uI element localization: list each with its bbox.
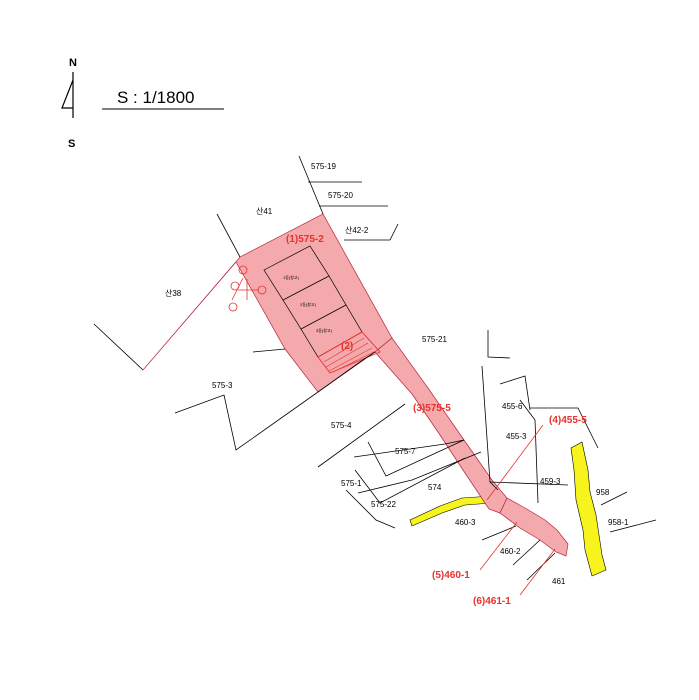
subject-label-455-5: (4)455-5 [549,415,587,426]
parcel-label-san42-2: 산42-2 [345,225,369,235]
parcel-label-958: 958 [596,488,610,497]
north-arrow-icon [61,72,74,118]
parcel-label-san41: 산41 [256,206,273,216]
subject-label-575-5: (3)575-5 [413,403,451,414]
grave-icon [238,265,248,275]
parcel-label-459-3: 459-3 [540,477,561,486]
road-yellow-east [570,441,607,577]
parcel-label-574: 574 [428,483,442,492]
parcel-label-575-20: 575-20 [328,191,353,200]
subject-parcel-460-1 [499,497,569,557]
parcel-label-575-7: 575-7 [395,447,416,456]
building-label-1: 1동(창고) [283,274,300,280]
compass-north-label: N [69,57,77,69]
subject-label-461-1: (6)461-1 [473,596,511,607]
subject-parcel-575-2 [142,213,393,393]
parcel-label-460-3: 460-3 [455,518,476,527]
subject-label-2: (2) [341,341,353,352]
warehouse-buildings [263,245,381,374]
parcel-label-575-19: 575-19 [311,162,336,171]
parcel-label-460-2: 460-2 [500,547,521,556]
scale-label: S : 1/1800 [117,88,195,107]
parcel-label-575-4: 575-4 [331,421,352,430]
grave-symbols [228,265,267,312]
building-label-2: 2동(창고) [300,301,317,307]
parcel-label-461: 461 [552,577,566,586]
building-label-3: 3동(창고) [316,327,333,333]
building-2-hatched [317,331,381,374]
parcel-label-958-1: 958-1 [608,518,629,527]
parcel-label-san38: 산38 [165,288,182,298]
parcel-label-575-21: 575-21 [422,335,447,344]
parcel-label-455-6: 455-6 [502,402,523,411]
subject-label-460-1: (5)460-1 [432,570,470,581]
scale-indicator: S : 1/1800 [102,88,224,110]
compass-south-label: S [68,138,75,150]
parcel-label-575-22: 575-22 [371,500,396,509]
parcel-label-455-3: 455-3 [506,432,527,441]
grave-icon [228,302,238,312]
parcel-label-575-1: 575-1 [341,479,362,488]
leader-lines [479,424,556,596]
parcel-label-575-3: 575-3 [212,381,233,390]
subject-label-575-2: (1)575-2 [286,234,324,245]
north-arrow: N S [61,57,77,150]
parcel-boundaries [93,155,657,581]
grave-lines-icon [231,277,258,301]
hatch-lines [323,337,377,373]
